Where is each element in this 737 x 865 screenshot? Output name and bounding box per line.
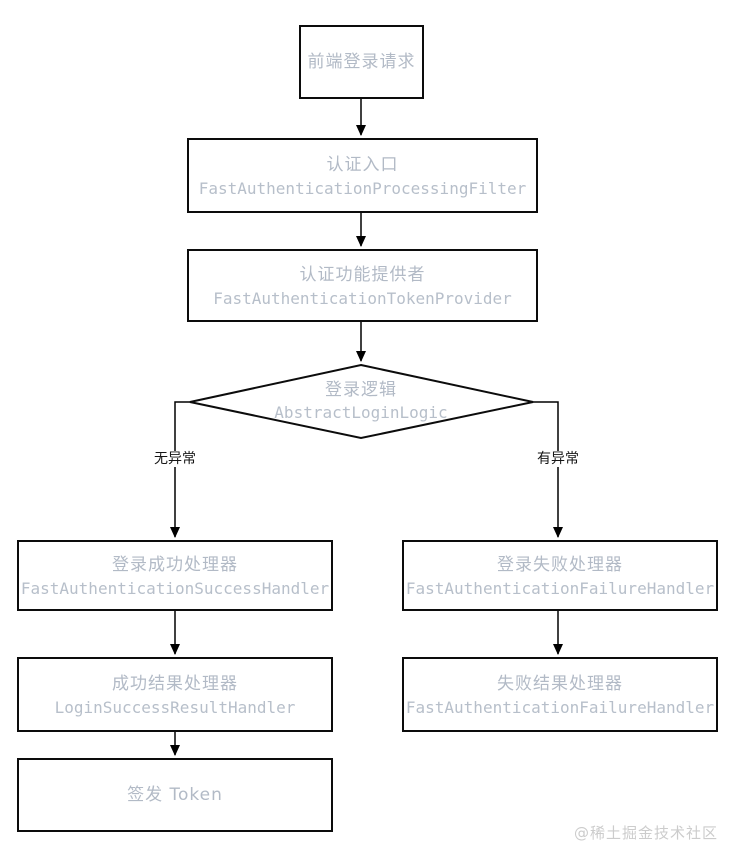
edge-logic-to-failure: [533, 401, 563, 538]
node-class-name: FastAuthenticationTokenProvider: [213, 288, 512, 308]
node-login-logic-decision: 登录逻辑 AbstractLoginLogic: [241, 373, 481, 429]
branch-label-no-exception: 无异常: [151, 451, 199, 467]
node-login-failure-handler: 登录失败处理器 FastAuthenticationFailureHandler: [402, 540, 718, 611]
node-success-result-handler: 成功结果处理器 LoginSuccessResultHandler: [17, 657, 333, 732]
node-title: 登录逻辑: [325, 380, 397, 400]
node-failure-result-handler: 失败结果处理器 FastAuthenticationFailureHandler: [402, 657, 718, 732]
node-class-name: LoginSuccessResultHandler: [54, 697, 296, 717]
node-class-name: FastAuthenticationFailureHandler: [405, 697, 715, 717]
node-login-success-handler: 登录成功处理器 FastAuthenticationSuccessHandler: [17, 540, 333, 611]
node-title: 前端登录请求: [307, 52, 416, 72]
node-title: 认证功能提供者: [299, 264, 426, 285]
node-title: 成功结果处理器: [112, 673, 238, 694]
edge-logic-to-success: [170, 401, 190, 538]
node-issue-token: 签发 Token: [17, 758, 333, 832]
node-frontend-login-request: 前端登录请求: [299, 25, 424, 99]
node-title: 签发 Token: [127, 785, 223, 805]
node-title: 失败结果处理器: [497, 673, 623, 694]
node-title: 登录成功处理器: [112, 554, 238, 575]
node-class-name: FastAuthenticationSuccessHandler: [20, 578, 330, 598]
node-class-name: FastAuthenticationProcessingFilter: [198, 178, 527, 198]
node-title: 登录失败处理器: [497, 554, 623, 575]
node-auth-entry: 认证入口 FastAuthenticationProcessingFilter: [187, 138, 538, 213]
node-class-name: AbstractLoginLogic: [274, 403, 448, 422]
juejin-watermark: @稀土掘金技术社区: [573, 824, 718, 842]
decision-diamond-shape: [189, 363, 534, 440]
node-title: 认证入口: [326, 154, 399, 175]
node-auth-provider: 认证功能提供者 FastAuthenticationTokenProvider: [187, 249, 538, 322]
branch-label-has-exception: 有异常: [534, 451, 582, 467]
node-class-name: FastAuthenticationFailureHandler: [405, 578, 715, 598]
